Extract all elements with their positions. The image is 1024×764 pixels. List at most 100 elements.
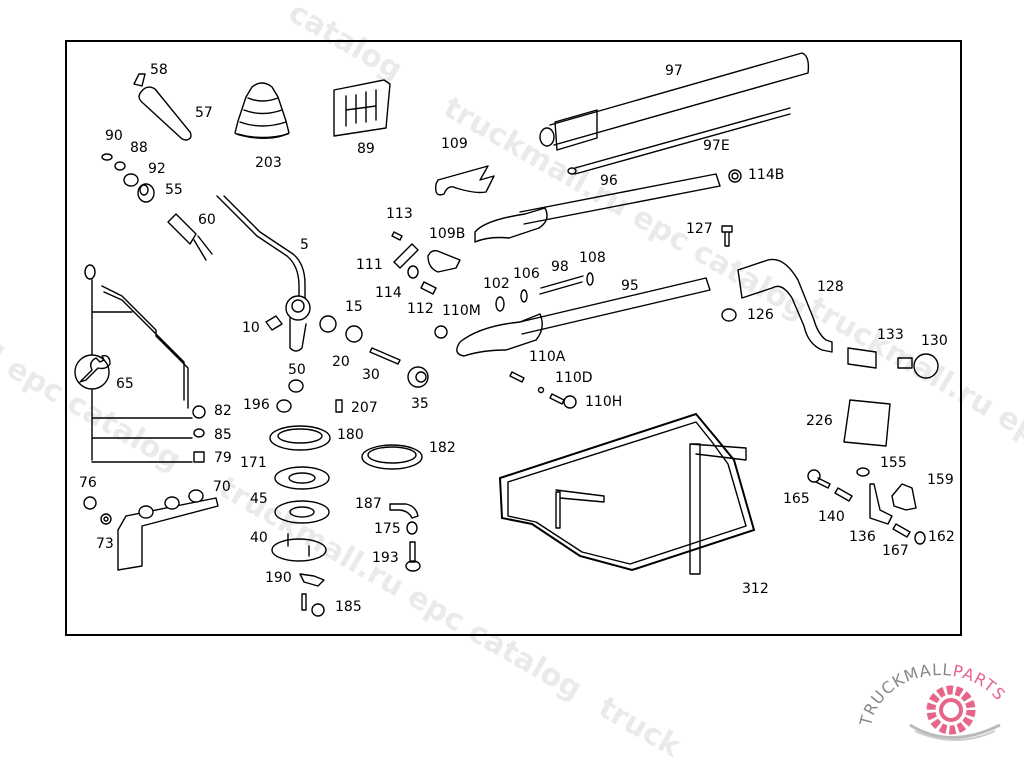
label-136[interactable]: 136 xyxy=(849,530,876,544)
label-110m[interactable]: 110M xyxy=(442,304,481,318)
label-76[interactable]: 76 xyxy=(79,476,97,490)
label-127[interactable]: 127 xyxy=(686,222,713,236)
part-85-plug[interactable] xyxy=(194,429,204,437)
part-109-fork[interactable] xyxy=(436,166,494,195)
label-167[interactable]: 167 xyxy=(882,544,909,558)
label-130[interactable]: 130 xyxy=(921,334,948,348)
part-162-ring[interactable] xyxy=(915,532,925,544)
part-45-plate[interactable] xyxy=(275,501,329,523)
part-82-nut[interactable] xyxy=(193,406,205,418)
label-92[interactable]: 92 xyxy=(148,162,166,176)
part-98-spring[interactable] xyxy=(540,276,583,294)
part-127-bolt[interactable] xyxy=(722,226,732,246)
part-112-pin[interactable] xyxy=(421,282,436,294)
label-180[interactable]: 180 xyxy=(337,428,364,442)
label-85[interactable]: 85 xyxy=(214,428,232,442)
part-130-fitting[interactable] xyxy=(898,354,938,378)
part-165-bolt[interactable] xyxy=(808,470,830,488)
part-70-bracket[interactable] xyxy=(118,490,218,570)
part-193-bolt[interactable] xyxy=(406,542,420,571)
part-114b-circlip[interactable] xyxy=(729,170,741,182)
part-92-nut[interactable] xyxy=(124,174,138,186)
part-167-pin[interactable] xyxy=(893,524,910,537)
label-90[interactable]: 90 xyxy=(105,129,123,143)
part-175-sleeve[interactable] xyxy=(407,522,417,534)
part-76-nut[interactable] xyxy=(84,497,96,509)
label-88[interactable]: 88 xyxy=(130,141,148,155)
part-126-nut[interactable] xyxy=(722,309,736,321)
part-15-circlip[interactable] xyxy=(320,316,336,332)
label-82[interactable]: 82 xyxy=(214,404,232,418)
part-190-clamp[interactable] xyxy=(300,574,324,586)
label-89[interactable]: 89 xyxy=(357,142,375,156)
part-97e-rod[interactable] xyxy=(568,108,790,174)
part-96-shift-rod[interactable] xyxy=(475,174,720,242)
label-50[interactable]: 50 xyxy=(288,363,306,377)
label-171[interactable]: 171 xyxy=(240,456,267,470)
label-110a[interactable]: 110A xyxy=(529,350,565,364)
part-110a-pin[interactable] xyxy=(510,372,524,382)
label-98[interactable]: 98 xyxy=(551,260,569,274)
label-140[interactable]: 140 xyxy=(818,510,845,524)
part-128-hose[interactable] xyxy=(738,259,832,352)
part-106-washer[interactable] xyxy=(521,290,527,302)
part-113-pin[interactable] xyxy=(392,232,402,240)
part-312-frame[interactable] xyxy=(500,414,754,574)
label-128[interactable]: 128 xyxy=(817,280,844,294)
label-20[interactable]: 20 xyxy=(332,355,350,369)
part-10-bushing[interactable] xyxy=(266,316,282,330)
part-155-washer[interactable] xyxy=(857,468,869,476)
label-159[interactable]: 159 xyxy=(927,473,954,487)
label-182[interactable]: 182 xyxy=(429,441,456,455)
label-207[interactable]: 207 xyxy=(351,401,378,415)
label-109b[interactable]: 109B xyxy=(429,227,465,241)
part-40-base-plate[interactable] xyxy=(272,534,326,561)
label-79[interactable]: 79 xyxy=(214,451,232,465)
label-55[interactable]: 55 xyxy=(165,183,183,197)
label-106[interactable]: 106 xyxy=(513,267,540,281)
part-110m-nut[interactable] xyxy=(435,326,447,338)
part-182-cup[interactable] xyxy=(362,445,422,469)
label-109[interactable]: 109 xyxy=(441,137,468,151)
part-136-lever[interactable] xyxy=(870,484,892,524)
label-96[interactable]: 96 xyxy=(600,174,618,188)
label-58[interactable]: 58 xyxy=(150,63,168,77)
label-185[interactable]: 185 xyxy=(335,600,362,614)
label-97[interactable]: 97 xyxy=(665,64,683,78)
label-114b[interactable]: 114B xyxy=(748,168,784,182)
part-226-plate[interactable] xyxy=(844,400,890,446)
label-133[interactable]: 133 xyxy=(877,328,904,342)
part-196-nut[interactable] xyxy=(277,400,291,412)
label-193[interactable]: 193 xyxy=(372,551,399,565)
part-5-shift-lever[interactable] xyxy=(217,196,310,351)
label-65[interactable]: 65 xyxy=(116,377,134,391)
label-126[interactable]: 126 xyxy=(747,308,774,322)
label-110d[interactable]: 110D xyxy=(555,371,593,385)
label-73[interactable]: 73 xyxy=(96,537,114,551)
part-90-clip[interactable] xyxy=(102,154,112,160)
part-50-nut[interactable] xyxy=(289,380,303,392)
part-185-bolt[interactable] xyxy=(302,594,324,616)
part-58-cap[interactable] xyxy=(134,74,145,86)
label-196[interactable]: 196 xyxy=(243,398,270,412)
label-112[interactable]: 112 xyxy=(407,302,434,316)
part-30-pin[interactable] xyxy=(370,348,400,364)
label-60[interactable]: 60 xyxy=(198,213,216,227)
label-30[interactable]: 30 xyxy=(362,368,380,382)
part-109b-fork[interactable] xyxy=(428,251,460,272)
label-5[interactable]: 5 xyxy=(300,238,309,252)
part-111-bolt[interactable] xyxy=(394,244,418,268)
label-108[interactable]: 108 xyxy=(579,251,606,265)
label-110h[interactable]: 110H xyxy=(585,395,622,409)
label-165[interactable]: 165 xyxy=(783,492,810,506)
part-79-cap[interactable] xyxy=(194,452,204,462)
part-203-shift-boot[interactable] xyxy=(235,83,289,138)
label-203[interactable]: 203 xyxy=(255,156,282,170)
label-226[interactable]: 226 xyxy=(806,414,833,428)
label-175[interactable]: 175 xyxy=(374,522,401,536)
part-133-fitting[interactable] xyxy=(848,348,876,368)
label-95[interactable]: 95 xyxy=(621,279,639,293)
part-110h-bolt[interactable] xyxy=(550,394,576,408)
part-73-lock-washer[interactable] xyxy=(101,514,111,524)
part-187-bracket[interactable] xyxy=(390,504,418,518)
